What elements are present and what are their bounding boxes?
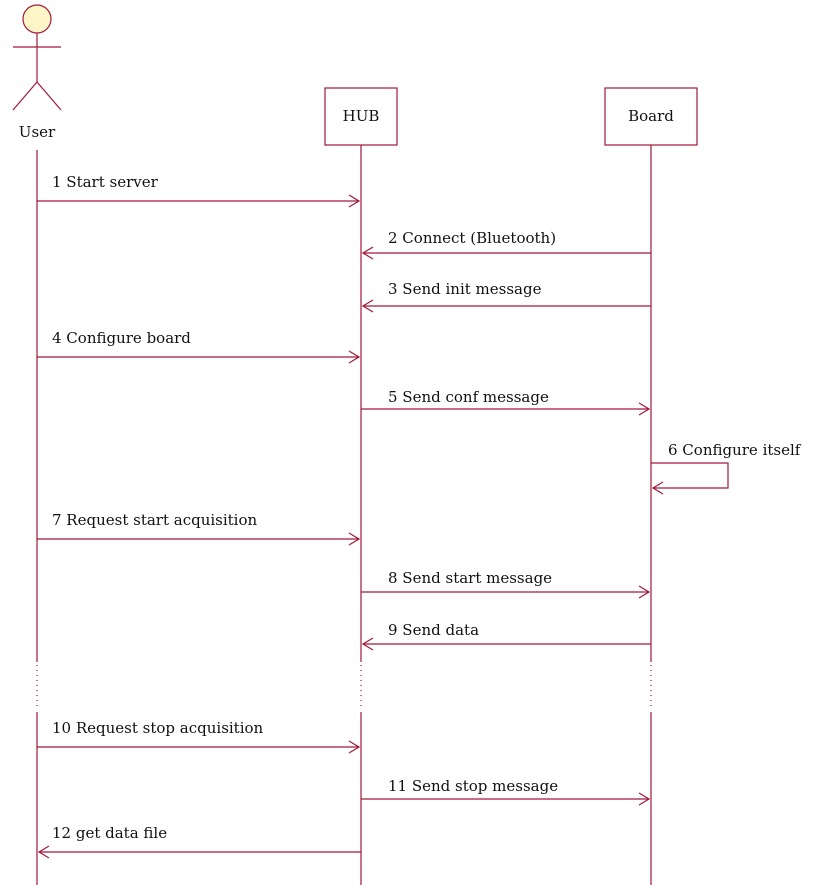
arrowhead-icon xyxy=(638,792,651,806)
message-8: 8 Send start message xyxy=(361,569,651,599)
arrowhead-icon xyxy=(361,637,374,651)
message-arrow xyxy=(651,462,729,489)
message-label: 6 Configure itself xyxy=(668,441,802,459)
message-label: 5 Send conf message xyxy=(388,388,549,406)
message-9: 9 Send data xyxy=(361,621,651,651)
message-label: 12 get data file xyxy=(52,824,167,842)
message-label: 2 Connect (Bluetooth) xyxy=(388,229,556,247)
arrowhead-icon xyxy=(361,246,374,260)
actor-leg-left xyxy=(12,81,38,111)
participant-label-board: Board xyxy=(628,107,674,125)
participant-board: Board xyxy=(604,87,698,146)
message-label: 11 Send stop message xyxy=(388,777,558,795)
actor-leg-right xyxy=(36,81,62,111)
arrowhead-icon xyxy=(638,402,651,416)
arrowhead-icon xyxy=(37,845,50,859)
message-label: 1 Start server xyxy=(52,173,159,191)
arrowhead-icon xyxy=(348,194,361,208)
actor-user: User xyxy=(12,4,62,141)
message-2: 2 Connect (Bluetooth) xyxy=(361,229,651,260)
arrowhead-icon xyxy=(348,740,361,754)
arrowhead-icon xyxy=(651,481,664,495)
arrowhead-icon xyxy=(361,299,374,313)
arrowhead-icon xyxy=(348,350,361,364)
message-6: 6 Configure itself xyxy=(651,441,802,495)
message-4: 4 Configure board xyxy=(37,329,361,364)
message-12: 12 get data file xyxy=(37,824,361,859)
participant-hub: HUB xyxy=(324,87,398,146)
participant-label-user: User xyxy=(19,123,56,141)
message-label: 8 Send start message xyxy=(388,569,552,587)
message-10: 10 Request stop acquisition xyxy=(37,719,361,754)
message-label: 4 Configure board xyxy=(52,329,191,347)
arrowhead-icon xyxy=(348,532,361,546)
message-3: 3 Send init message xyxy=(361,280,651,313)
message-label: 3 Send init message xyxy=(388,280,542,298)
message-7: 7 Request start acquisition xyxy=(37,511,361,546)
arrowhead-icon xyxy=(638,585,651,599)
participant-label-hub: HUB xyxy=(343,107,380,125)
messages: 1 Start server 2 Connect (Bluetooth) 3 S… xyxy=(37,173,802,859)
message-5: 5 Send conf message xyxy=(361,388,651,416)
actor-head xyxy=(22,4,52,34)
message-11: 11 Send stop message xyxy=(361,777,651,806)
message-1: 1 Start server xyxy=(37,173,361,208)
message-label: 9 Send data xyxy=(388,621,479,639)
message-label: 7 Request start acquisition xyxy=(52,511,258,529)
message-label: 10 Request stop acquisition xyxy=(52,719,264,737)
